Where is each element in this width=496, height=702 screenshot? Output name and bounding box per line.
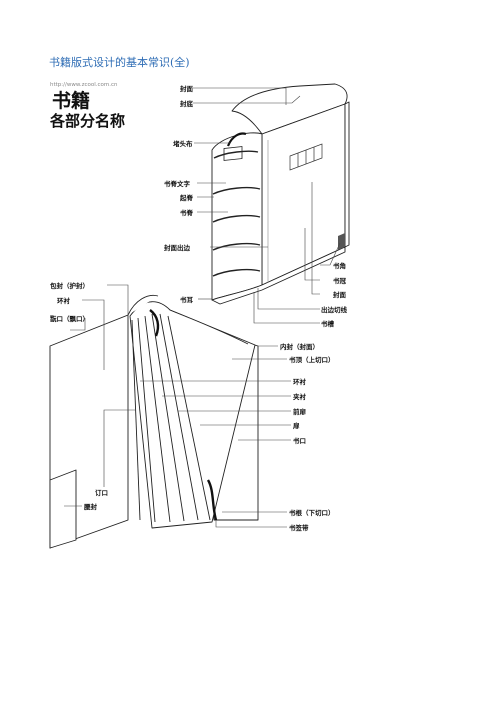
label-shuqiandai: 书签带 bbox=[289, 524, 309, 532]
label-qiji: 起脊 bbox=[180, 194, 193, 202]
label-yaofeng: 腰封 bbox=[84, 503, 97, 511]
label-baofeng: 包封（护封） bbox=[50, 282, 89, 290]
label-fengmianchubian: 封面出边 bbox=[164, 244, 190, 252]
figure-heading-line1: 书籍 bbox=[52, 90, 91, 112]
label-qiankou: 翫口（飘口） bbox=[50, 315, 89, 323]
label-qianfei: 前扉 bbox=[293, 408, 306, 416]
label-fei: 扉 bbox=[293, 422, 300, 430]
figure-watermark: http://www.zcool.com.cn bbox=[50, 82, 118, 88]
figure-heading-line2: 各部分名称 bbox=[50, 112, 126, 130]
label-chubianqiexian: 出边切线 bbox=[321, 306, 347, 314]
label-shucao: 书槽 bbox=[321, 320, 334, 328]
label-shugen: 书根（下切口） bbox=[289, 509, 335, 517]
bookmark-ribbon-bottom bbox=[206, 479, 218, 521]
headband bbox=[226, 132, 247, 147]
label-huanchen-right: 环衬 bbox=[293, 378, 306, 386]
closed-book-top bbox=[231, 83, 348, 135]
spine-title-box bbox=[223, 146, 243, 161]
label-shujiwenzi: 书脊文字 bbox=[164, 180, 190, 188]
label-shuguan: 书冠 bbox=[333, 277, 346, 285]
bookmark-ribbon bbox=[149, 309, 160, 337]
label-fengdi: 封底 bbox=[180, 100, 193, 108]
label-fengmian-right: 封面 bbox=[333, 291, 346, 299]
label-dingkou: 订口 bbox=[95, 489, 108, 497]
label-dutoubu: 堵头布 bbox=[173, 140, 193, 148]
label-huanchen-left: 环衬 bbox=[57, 297, 70, 305]
label-shukou: 书口 bbox=[293, 437, 306, 445]
label-shuer: 书耳 bbox=[180, 296, 193, 304]
label-neifeng: 内封（封面） bbox=[280, 343, 319, 351]
label-jiachen: 夹衬 bbox=[293, 393, 306, 401]
document-title: 书籍版式设计的基本常识(全) bbox=[49, 56, 190, 69]
label-shuding: 书顶（上切口） bbox=[289, 356, 335, 364]
label-fengmian-top: 封面 bbox=[180, 85, 193, 93]
label-shuji: 书脊 bbox=[180, 209, 193, 217]
belly-band bbox=[49, 469, 77, 549]
label-shujiao: 书角 bbox=[333, 262, 346, 270]
